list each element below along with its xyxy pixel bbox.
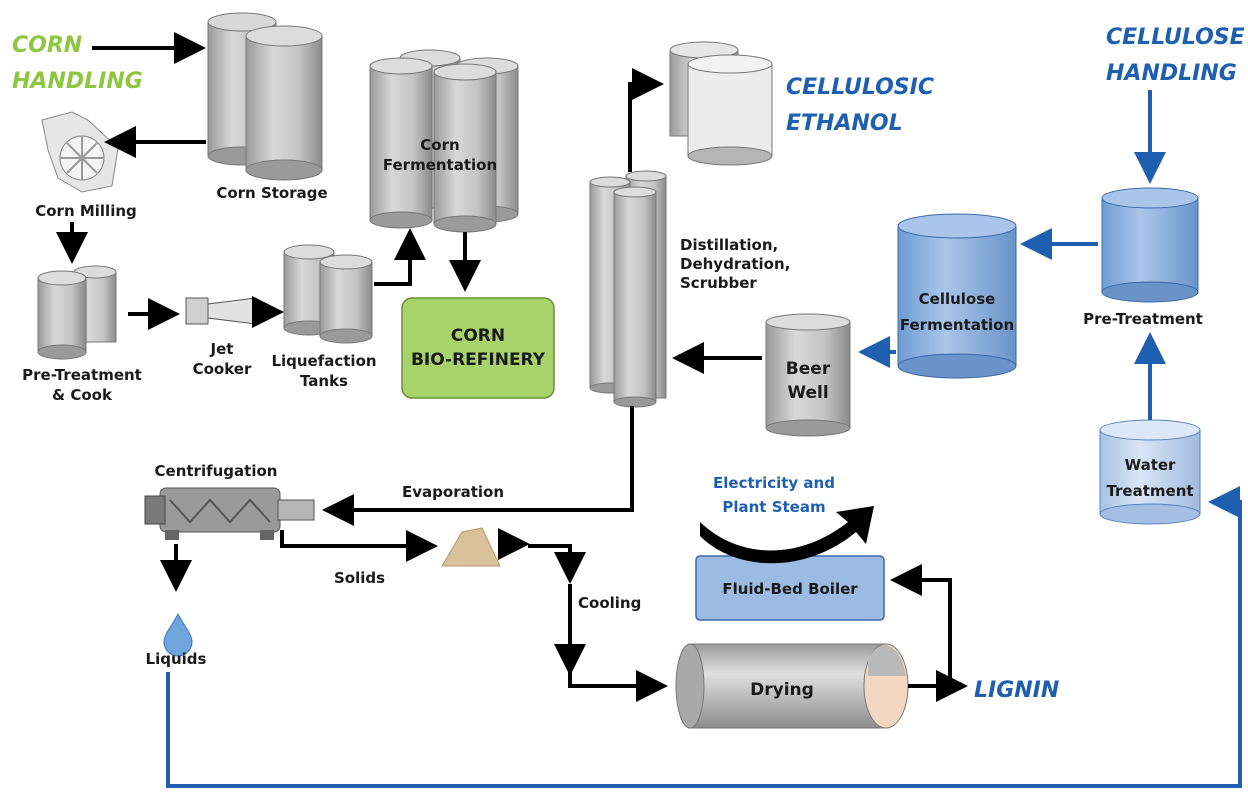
corn-biorefinery-box: CORN BIO-REFINERY bbox=[401, 297, 555, 399]
svg-text:Plant Steam: Plant Steam bbox=[722, 498, 825, 516]
corn-storage-label: Corn Storage bbox=[216, 184, 327, 202]
black-flow-arrows bbox=[56, 32, 968, 702]
svg-text:Fermentation: Fermentation bbox=[900, 316, 1014, 334]
svg-text:CELLULOSE: CELLULOSE bbox=[1106, 25, 1245, 50]
centrifugation-label: Centrifugation bbox=[155, 462, 278, 480]
lignin-title: LIGNIN bbox=[974, 678, 1059, 703]
centrifuge-icon bbox=[144, 487, 315, 540]
svg-text:Electricity and: Electricity and bbox=[713, 474, 835, 492]
svg-text:HANDLING: HANDLING bbox=[1106, 61, 1237, 86]
liquid-drop-icon bbox=[163, 612, 193, 657]
svg-text:CORN: CORN bbox=[451, 326, 505, 346]
svg-text:Tanks: Tanks bbox=[300, 372, 348, 390]
svg-text:Distillation,: Distillation, bbox=[680, 236, 778, 254]
corn-milling-label: Corn Milling bbox=[35, 202, 137, 220]
distillation-label: Distillation, Dehydration, Scrubber bbox=[680, 236, 790, 292]
svg-text:Drying: Drying bbox=[750, 680, 814, 700]
svg-text:Fluid-Bed Boiler: Fluid-Bed Boiler bbox=[722, 580, 858, 598]
corn-storage-tank bbox=[207, 12, 323, 181]
electricity-arrow-icon bbox=[700, 506, 874, 564]
svg-text:Pre-Treatment: Pre-Treatment bbox=[22, 366, 142, 384]
cellulose-pretreatment-label: Pre-Treatment bbox=[1083, 310, 1203, 328]
svg-text:CORN: CORN bbox=[12, 33, 82, 58]
cellulose-handling-title: CELLULOSE HANDLING bbox=[1106, 25, 1245, 86]
cellulosic-ethanol-tanks bbox=[669, 41, 773, 166]
cellulose-fermentation-tank: Cellulose Fermentation bbox=[897, 213, 1017, 379]
svg-text:ETHANOL: ETHANOL bbox=[786, 111, 903, 136]
svg-text:Fermentation: Fermentation bbox=[383, 156, 497, 174]
svg-text:Cellulose: Cellulose bbox=[919, 290, 996, 308]
cooling-label: Cooling bbox=[578, 594, 641, 612]
svg-text:CELLULOSIC: CELLULOSIC bbox=[786, 75, 934, 100]
svg-text:& Cook: & Cook bbox=[52, 386, 113, 404]
cellulose-pretreatment-tank bbox=[1101, 187, 1199, 303]
liquefaction-tanks-label: Liquefaction Tanks bbox=[271, 352, 376, 390]
blue-flow-arrows bbox=[166, 90, 1242, 788]
svg-text:Jet: Jet bbox=[210, 340, 234, 358]
svg-text:HANDLING: HANDLING bbox=[12, 69, 143, 94]
corn-fermentation-tanks bbox=[369, 49, 519, 233]
jet-cooker-icon bbox=[185, 297, 257, 325]
liquids-label: Liquids bbox=[146, 650, 207, 668]
corn-fermentation-label: Corn Fermentation bbox=[383, 136, 497, 174]
liquefaction-tanks bbox=[283, 244, 373, 344]
drying-drum: Drying bbox=[675, 643, 909, 729]
svg-text:Cooker: Cooker bbox=[193, 360, 252, 378]
pretreatment-cook-tank bbox=[37, 265, 117, 360]
svg-text:Dehydration,: Dehydration, bbox=[680, 255, 790, 273]
svg-text:Water: Water bbox=[1125, 456, 1176, 474]
svg-text:Scrubber: Scrubber bbox=[680, 274, 757, 292]
cellulosic-ethanol-title: CELLULOSIC ETHANOL bbox=[786, 75, 934, 136]
solids-label: Solids bbox=[334, 569, 385, 587]
svg-text:Liquefaction: Liquefaction bbox=[271, 352, 376, 370]
electricity-steam-label: Electricity and Plant Steam bbox=[713, 474, 835, 516]
fluid-bed-boiler-box: Fluid-Bed Boiler bbox=[695, 555, 885, 621]
evaporation-label: Evaporation bbox=[402, 483, 504, 501]
solids-pile-icon bbox=[441, 527, 501, 567]
jet-cooker-label: Jet Cooker bbox=[193, 340, 252, 378]
distillation-columns bbox=[589, 170, 667, 408]
svg-text:Beer: Beer bbox=[786, 359, 831, 379]
corn-mill-icon bbox=[41, 111, 119, 193]
pretreatment-cook-label: Pre-Treatment & Cook bbox=[22, 366, 142, 404]
svg-text:Well: Well bbox=[787, 383, 828, 403]
svg-text:BIO-REFINERY: BIO-REFINERY bbox=[411, 350, 546, 370]
svg-text:Treatment: Treatment bbox=[1106, 482, 1193, 500]
water-treatment-tank: Water Treatment bbox=[1099, 419, 1201, 525]
beer-well-tank: Beer Well bbox=[765, 313, 851, 437]
svg-text:Corn: Corn bbox=[420, 136, 459, 154]
corn-handling-title: CORN HANDLING bbox=[12, 33, 143, 94]
